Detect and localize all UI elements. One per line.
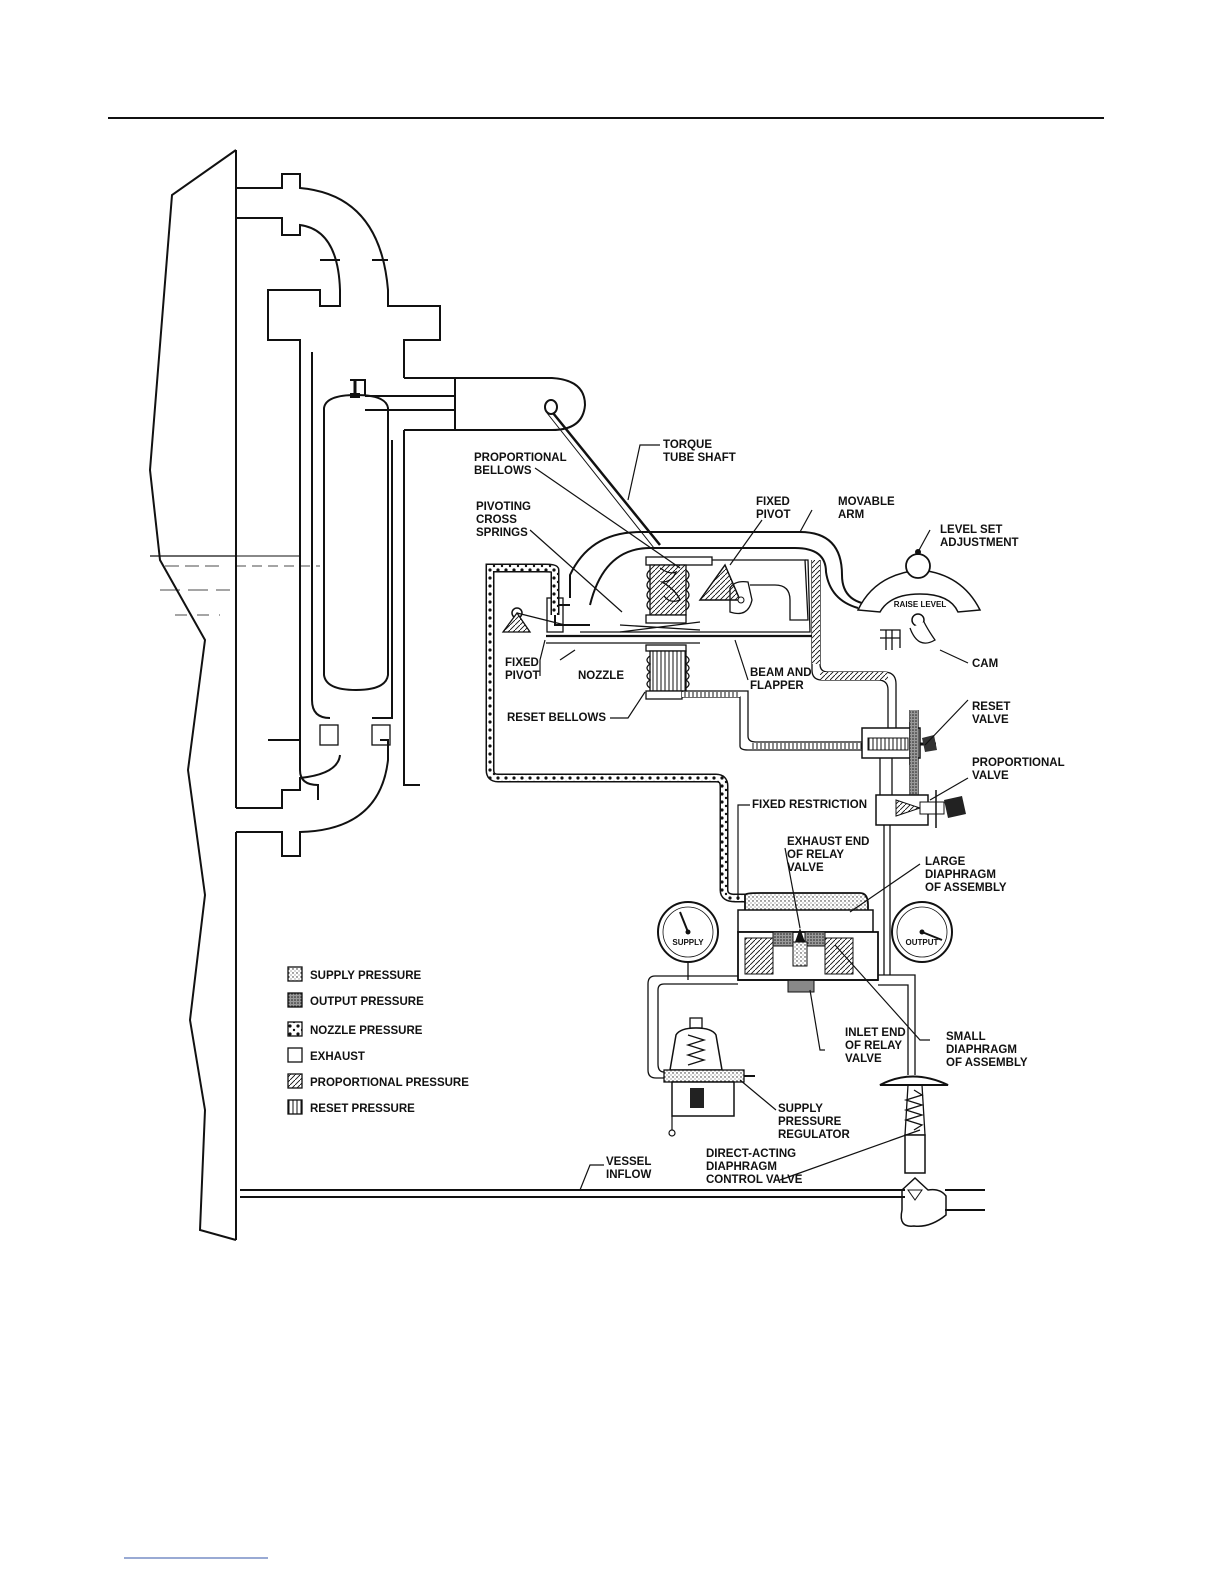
leader-lines (529, 444, 969, 1191)
vessel-wall (148, 149, 237, 1241)
nozzle-pressure-line (485, 563, 748, 903)
label-fixed-pivot-left: FIXED PIVOT (505, 657, 542, 682)
supply-gauge (657, 901, 719, 980)
proportional-valve (875, 790, 966, 975)
legend-swatch-proportional (287, 1073, 303, 1089)
legend-swatch-reset (287, 1099, 303, 1115)
label-torque-tube-shaft: TORQUE TUBE SHAFT (663, 439, 736, 464)
label-beam-and-flapper: BEAM AND FLAPPER (750, 667, 815, 692)
relay-feed-pipes (879, 710, 919, 800)
supply-pressure-regulator (663, 1017, 755, 1137)
label-nozzle: NOZZLE (578, 670, 624, 682)
output-gauge (891, 901, 953, 963)
label-proportional-valve: PROPORTIONAL VALVE (972, 757, 1068, 782)
legend-swatch-output (287, 992, 303, 1008)
proportional-bellows (645, 556, 713, 624)
level-set-dial (856, 549, 982, 650)
vessel-inflow-line (240, 1189, 985, 1211)
legend-swatch-exhaust (287, 1047, 303, 1063)
supply-line (647, 975, 738, 1079)
legend-label-supply: SUPPLY PRESSURE (310, 970, 422, 982)
beam-and-flapper (501, 607, 820, 644)
label-large-diaphragm: LARGE DIAPHRAGM OF ASSEMBLY (925, 856, 1007, 894)
legend-label-output: OUTPUT PRESSURE (310, 996, 424, 1008)
label-fixed-pivot-top: FIXED PIVOT (756, 496, 793, 521)
controller-output-line (811, 560, 897, 728)
top-connection-pipe (236, 173, 441, 378)
legend-label-proportional: PROPORTIONAL PRESSURE (310, 1077, 469, 1089)
float-cage (236, 340, 420, 857)
liquid-level (150, 555, 320, 616)
label-exhaust-end: EXHAUST END OF RELAY VALVE (787, 836, 873, 874)
legend-label-reset: RESET PRESSURE (310, 1103, 415, 1115)
supply-gauge-label: SUPPLY (672, 938, 704, 947)
output-line (878, 974, 916, 1075)
label-reset-bellows: RESET BELLOWS (507, 712, 606, 724)
legend: SUPPLY PRESSURE OUTPUT PRESSURE NOZZLE P… (287, 966, 469, 1115)
legend-label-nozzle: NOZZLE PRESSURE (310, 1025, 423, 1037)
label-reset-valve: RESET VALVE (972, 701, 1014, 726)
label-proportional-bellows: PROPORTIONAL BELLOWS (474, 452, 570, 477)
label-small-diaphragm: SMALL DIAPHRAGM OF ASSEMBLY (946, 1031, 1028, 1069)
label-inlet-end: INLET END OF RELAY VALVE (845, 1027, 909, 1065)
legend-label-exhaust: EXHAUST (310, 1051, 365, 1063)
reset-bellows (645, 644, 862, 751)
relay-assembly (737, 892, 879, 993)
label-pivoting-cross-springs: PIVOTING CROSS SPRINGS (476, 501, 534, 539)
label-fixed-restriction: FIXED RESTRICTION (752, 799, 867, 811)
diaphragm-control-valve (879, 1075, 949, 1228)
label-cam: CAM (972, 658, 998, 670)
label-supply-pressure-regulator: SUPPLY PRESSURE REGULATOR (778, 1103, 850, 1141)
label-direct-acting-valve: DIRECT-ACTING DIAPHRAGM CONTROL VALVE (706, 1148, 803, 1186)
legend-swatch-nozzle (287, 1021, 303, 1037)
displacer-float (323, 379, 455, 692)
label-movable-arm: MOVABLE ARM (838, 496, 898, 521)
label-vessel-inflow: VESSEL INFLOW (606, 1156, 654, 1181)
label-raise-level: RAISE LEVEL (894, 600, 947, 609)
legend-swatch-supply (287, 966, 303, 982)
output-gauge-label: OUTPUT (906, 938, 939, 947)
label-level-set-adjustment: LEVEL SET ADJUSTMENT (940, 524, 1019, 549)
torque-tube-housing (404, 377, 661, 549)
fixed-pivot-assembly (580, 559, 811, 633)
